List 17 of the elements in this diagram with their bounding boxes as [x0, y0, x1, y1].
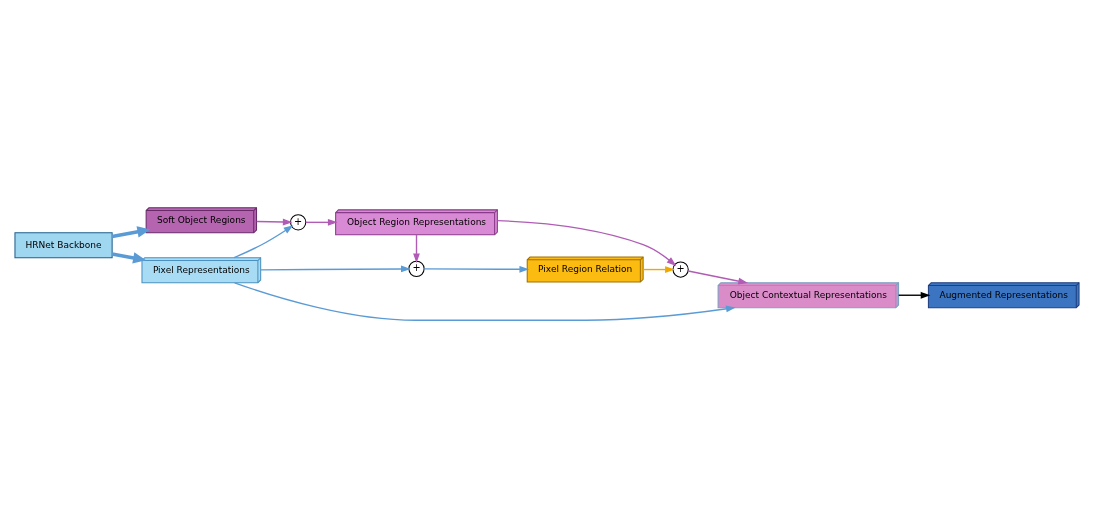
- arrow: [233, 224, 294, 258]
- arrow: [233, 281, 736, 321]
- arrow: [260, 265, 411, 272]
- arrow: [413, 233, 420, 263]
- arrow: [687, 269, 748, 284]
- node-circle: +: [290, 213, 307, 230]
- arrow: [496, 219, 677, 266]
- arrow: [256, 218, 293, 225]
- node-circle: +: [408, 260, 425, 277]
- arrow: [897, 291, 931, 299]
- node-box: HRNet Backbone: [14, 231, 113, 258]
- arrow: [305, 218, 338, 226]
- arrow: [111, 225, 151, 238]
- node-circle: +: [672, 260, 689, 278]
- arrow: [642, 265, 675, 273]
- arrow: [111, 251, 147, 263]
- arrow: [423, 265, 530, 273]
